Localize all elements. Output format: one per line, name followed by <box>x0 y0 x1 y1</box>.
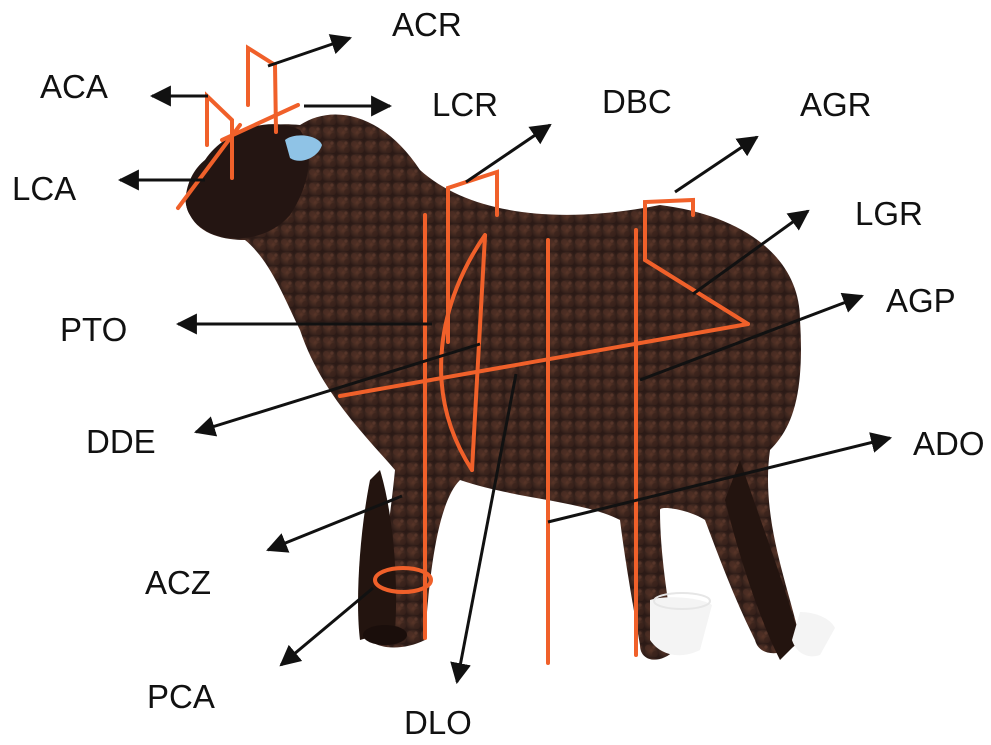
label-agr: AGR <box>800 88 872 121</box>
label-acz: ACZ <box>145 566 211 599</box>
label-acr: ACR <box>392 8 462 41</box>
sheep-body <box>186 114 835 660</box>
label-aca: ACA <box>40 70 108 103</box>
label-pto: PTO <box>60 313 127 346</box>
label-pca: PCA <box>147 680 215 713</box>
label-lca: LCA <box>12 172 76 205</box>
label-dbc: DBC <box>602 85 672 118</box>
label-dlo: DLO <box>404 706 472 739</box>
label-agp: AGP <box>886 284 956 317</box>
agr-arrow <box>675 137 757 192</box>
front-leg <box>358 470 396 640</box>
hoof-hind-right <box>792 612 835 656</box>
label-ado: ADO <box>913 427 985 460</box>
dbc-arrow <box>466 125 550 182</box>
hoof-front <box>363 625 407 645</box>
acr-arrow <box>268 38 350 66</box>
label-dde: DDE <box>86 425 156 458</box>
label-lgr: LGR <box>855 197 923 230</box>
label-lcr: LCR <box>432 88 498 121</box>
